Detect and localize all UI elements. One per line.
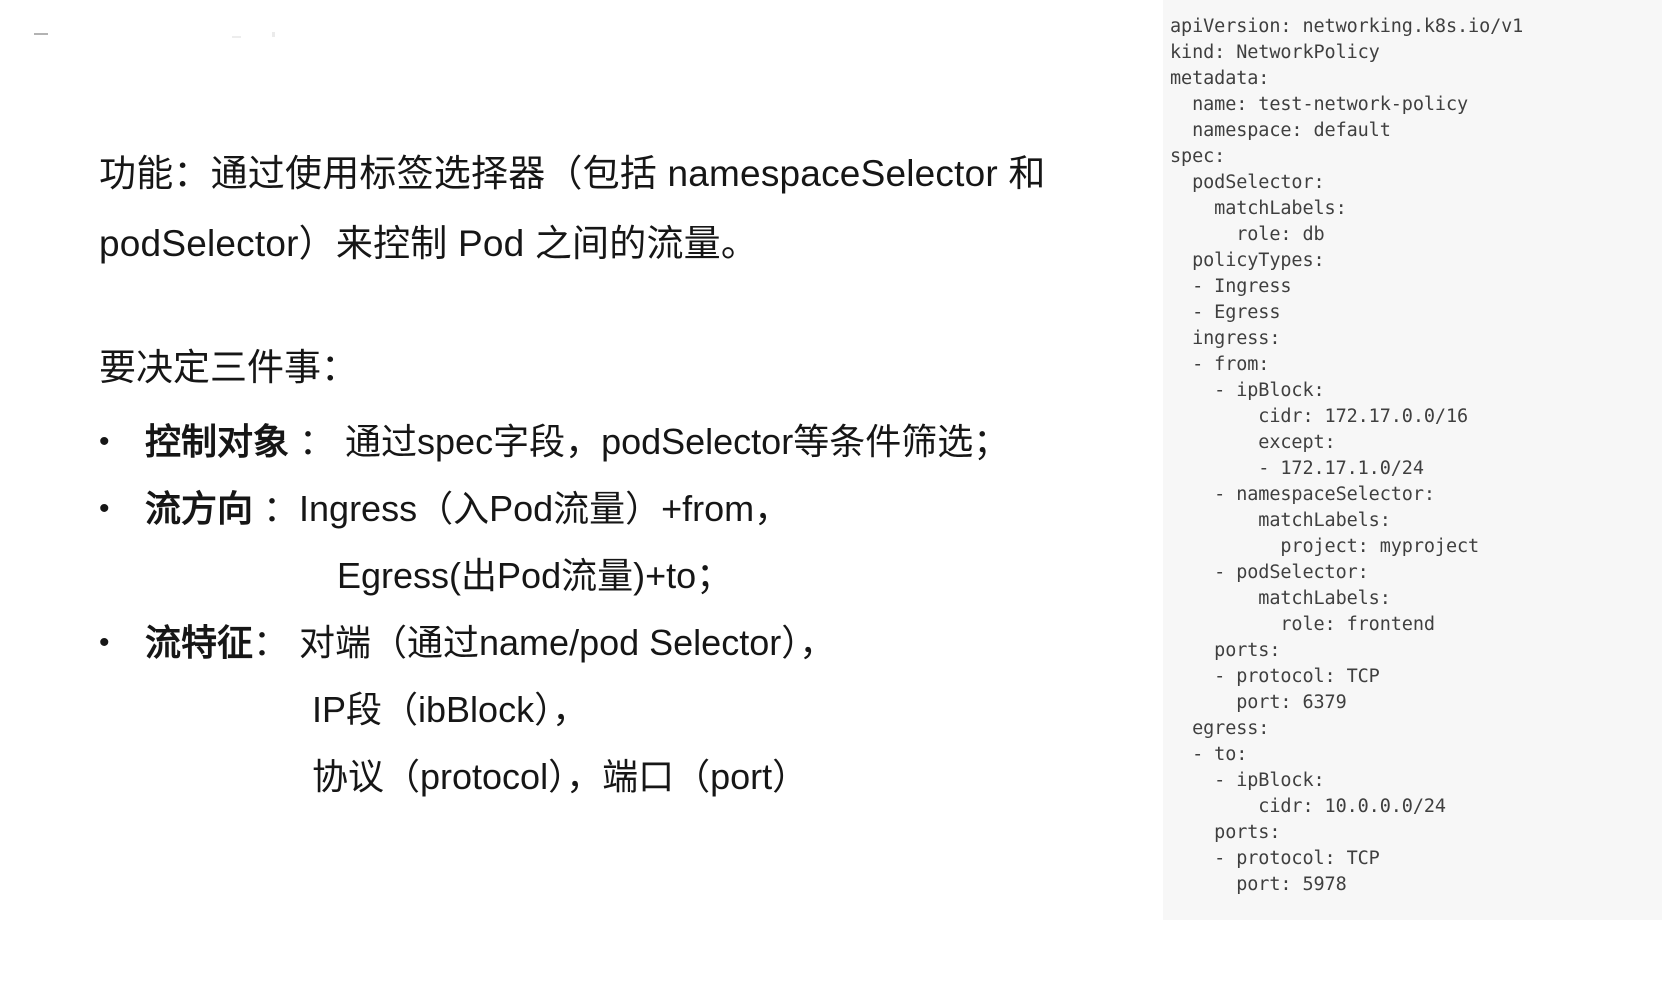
bullet-marker-icon: •: [99, 492, 110, 525]
continuation-pad: [145, 743, 312, 810]
yaml-line: matchLabels:: [1170, 198, 1347, 219]
yaml-line: - Egress: [1170, 302, 1281, 323]
yaml-line: - ipBlock:: [1170, 380, 1325, 401]
yaml-line: name: test-network-policy: [1170, 94, 1469, 115]
yaml-line: ports:: [1170, 640, 1281, 661]
yaml-line: port: 5978: [1170, 874, 1347, 895]
scan-artifact-dash: [34, 33, 48, 35]
yaml-code-panel: apiVersion: networking.k8s.io/v1 kind: Ne…: [1163, 0, 1662, 920]
intro-paragraph: 功能：通过使用标签选择器（包括 namespaceSelector 和 podS…: [99, 139, 1094, 279]
list-item-continuation: Egress(出Pod流量)+to；: [99, 542, 1109, 609]
yaml-line: cidr: 172.17.0.0/16: [1170, 406, 1469, 427]
continuation-pad: [145, 676, 312, 743]
bullet-text: 流方向 ：Ingress（入Pod流量）+from，: [145, 475, 790, 542]
intro-line-2: podSelector）来控制 Pod 之间的流量。: [99, 223, 759, 264]
yaml-line: port: 6379: [1170, 692, 1347, 713]
bullet-list: • 控制对象 ： 通过spec字段，podSelector等条件筛选； • 流方…: [99, 408, 1109, 810]
yaml-code-block: apiVersion: networking.k8s.io/v1 kind: Ne…: [1163, 14, 1662, 898]
yaml-line: kind: NetworkPolicy: [1170, 42, 1380, 63]
slide-content-area: 功能：通过使用标签选择器（包括 namespaceSelector 和 podS…: [99, 139, 1109, 810]
continuation-text: IP段（ibBlock），: [312, 689, 589, 730]
continuation-pad: [145, 542, 337, 609]
yaml-line: spec:: [1170, 146, 1226, 167]
yaml-line: metadata:: [1170, 68, 1270, 89]
yaml-line: matchLabels:: [1170, 510, 1391, 531]
yaml-line: egress:: [1170, 718, 1270, 739]
intro-line-1: 功能：通过使用标签选择器（包括 namespaceSelector 和: [99, 153, 1046, 194]
yaml-line: - from:: [1170, 354, 1270, 375]
scan-artifact-speck-b: [272, 32, 275, 37]
yaml-line: - protocol: TCP: [1170, 848, 1380, 869]
bullet-label-rest: ： 对端（通过name/pod Selector），: [253, 622, 836, 663]
list-item-continuation: IP段（ibBlock），: [99, 676, 1109, 743]
list-item: • 流特征： 对端（通过name/pod Selector），: [99, 609, 1109, 676]
yaml-line: project: myproject: [1170, 536, 1480, 557]
yaml-line: matchLabels:: [1170, 588, 1391, 609]
yaml-line: podSelector:: [1170, 172, 1325, 193]
yaml-line: policyTypes:: [1170, 250, 1325, 271]
continuation-text: Egress(出Pod流量)+to；: [337, 555, 733, 596]
continuation-indent: [99, 743, 145, 810]
yaml-line: cidr: 10.0.0.0/24: [1170, 796, 1446, 817]
yaml-line: ports:: [1170, 822, 1281, 843]
yaml-line: apiVersion: networking.k8s.io/v1: [1170, 16, 1524, 37]
continuation-indent: [99, 676, 145, 743]
continuation-text: 协议（protocol），端口（port）: [312, 756, 809, 797]
decide-heading: 要决定三件事：: [99, 347, 358, 388]
bullet-marker-icon: •: [99, 425, 110, 458]
yaml-line: role: frontend: [1170, 614, 1435, 635]
yaml-line: - protocol: TCP: [1170, 666, 1380, 687]
bullet-label-rest: ： 通过spec字段，podSelector等条件筛选；: [289, 421, 1010, 462]
yaml-line: - 172.17.1.0/24: [1170, 458, 1424, 479]
bullet-label-bold: 流方向: [145, 488, 254, 529]
yaml-line: - namespaceSelector:: [1170, 484, 1435, 505]
yaml-line: - to:: [1170, 744, 1248, 765]
continuation-indent: [99, 542, 145, 609]
bullet-text: 流特征： 对端（通过name/pod Selector），: [145, 609, 835, 676]
bullet-marker-icon: •: [99, 626, 110, 659]
bullet-label-bold: 控制对象: [145, 421, 290, 462]
bullet-label-rest: ：Ingress（入Pod流量）+from，: [253, 488, 791, 529]
bullet-label-bold: 流特征: [145, 622, 254, 663]
yaml-line: - podSelector:: [1170, 562, 1369, 583]
bullet-text: 控制对象 ： 通过spec字段，podSelector等条件筛选；: [145, 408, 1009, 475]
yaml-line: - Ingress: [1170, 276, 1292, 297]
yaml-line: namespace: default: [1170, 120, 1391, 141]
list-item: • 控制对象 ： 通过spec字段，podSelector等条件筛选；: [99, 408, 1109, 475]
yaml-line: - ipBlock:: [1170, 770, 1325, 791]
list-item: • 流方向 ：Ingress（入Pod流量）+from，: [99, 475, 1109, 542]
yaml-line: ingress:: [1170, 328, 1281, 349]
yaml-line: except:: [1170, 432, 1336, 453]
list-item-continuation: 协议（protocol），端口（port）: [99, 743, 1109, 810]
scan-artifact-speck-a: [232, 36, 241, 38]
yaml-line: role: db: [1170, 224, 1325, 245]
